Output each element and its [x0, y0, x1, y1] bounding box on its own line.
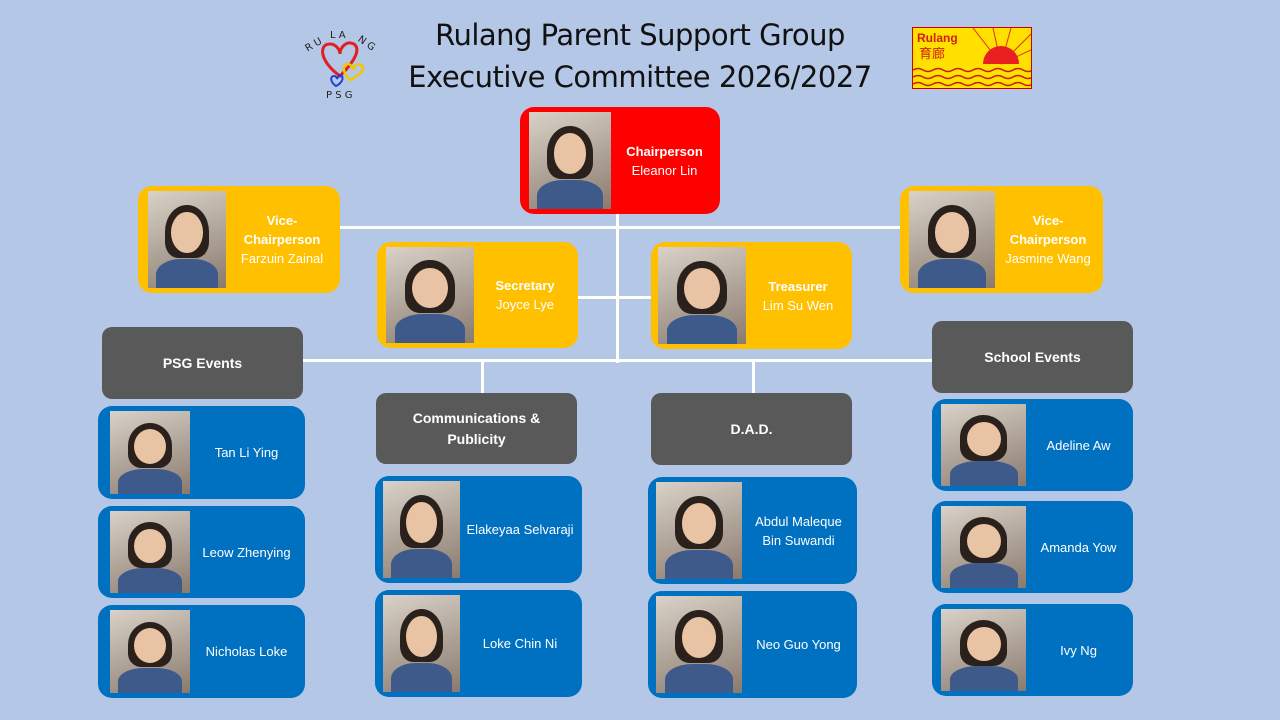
member-photo [383, 595, 460, 692]
role-label: Vice-Chairperson [243, 213, 321, 247]
member-name: Leow Zhenying [202, 544, 291, 560]
svg-text:P S G: P S G [326, 90, 352, 100]
member-name: Lim Su Wen [762, 297, 834, 313]
connector-line [303, 359, 933, 362]
member-photo [941, 506, 1026, 588]
member-card: Abdul Maleque Bin Suwandi [648, 477, 857, 584]
member-photo [941, 404, 1026, 486]
role-label: Treasurer [768, 278, 828, 294]
member-name: Farzuin Zainal [240, 251, 324, 266]
svg-text:N G: N G [355, 34, 376, 54]
member-photo [110, 511, 190, 593]
group-header: School Events [932, 321, 1133, 393]
role-label: Secretary [495, 278, 555, 293]
member-name: Joyce Lye [495, 297, 555, 312]
group-header: Communications & Publicity [376, 393, 577, 464]
member-photo [656, 596, 742, 693]
member-card: Elakeyaa Selvaraji [375, 476, 582, 583]
member-photo [658, 247, 746, 344]
role-label: Vice-Chairperson [1009, 213, 1087, 247]
member-name: Abdul Maleque Bin Suwandi [755, 513, 842, 548]
group-header: D.A.D. [651, 393, 852, 465]
member-card: Tan Li Ying [98, 406, 305, 499]
member-name: Eleanor Lin [631, 162, 698, 178]
member-photo [110, 610, 190, 693]
connector-line [481, 361, 484, 393]
svg-text:Rulang: Rulang [917, 31, 958, 45]
member-name: Neo Guo Yong [756, 637, 841, 652]
member-card: Adeline Aw [932, 399, 1133, 491]
connector-line [578, 296, 651, 299]
svg-text:R U: R U [304, 36, 325, 54]
svg-text:L A: L A [330, 30, 346, 41]
connector-line [752, 361, 755, 393]
member-card: Neo Guo Yong [648, 591, 857, 698]
member-card: Amanda Yow [932, 501, 1133, 593]
member-name: Loke Chin Ni [482, 636, 558, 651]
connector-line [616, 214, 619, 363]
member-photo [386, 247, 474, 343]
member-name: Nicholas Loke [205, 644, 288, 659]
member-card: Ivy Ng [932, 604, 1133, 696]
member-name: Adeline Aw [1046, 437, 1111, 453]
role-label: Chairperson [626, 143, 703, 159]
member-card: Loke Chin Ni [375, 590, 582, 697]
member-photo [941, 609, 1026, 691]
page-title: Rulang Parent Support Group Executive Co… [408, 18, 872, 94]
rulang-psg-logo: R U L A N G P S G [300, 28, 380, 101]
member-name: Jasmine Wang [1005, 251, 1091, 266]
member-name: Ivy Ng [1060, 642, 1097, 658]
connector-line [340, 226, 900, 229]
member-card: Nicholas Loke [98, 605, 305, 698]
member-card: Leow Zhenying [98, 506, 305, 598]
member-photo [148, 191, 226, 288]
group-header: PSG Events [102, 327, 303, 399]
member-name: Tan Li Ying [214, 445, 279, 460]
member-photo [383, 481, 460, 578]
member-name: Amanda Yow [1040, 539, 1117, 555]
member-photo [110, 411, 190, 494]
member-name: Elakeyaa Selvaraji [466, 522, 574, 537]
member-photo [529, 112, 611, 209]
rulang-school-logo: Rulang 育廊 [912, 27, 1032, 89]
svg-text:育廊: 育廊 [919, 46, 945, 62]
member-photo [656, 482, 742, 579]
member-photo [909, 191, 995, 288]
